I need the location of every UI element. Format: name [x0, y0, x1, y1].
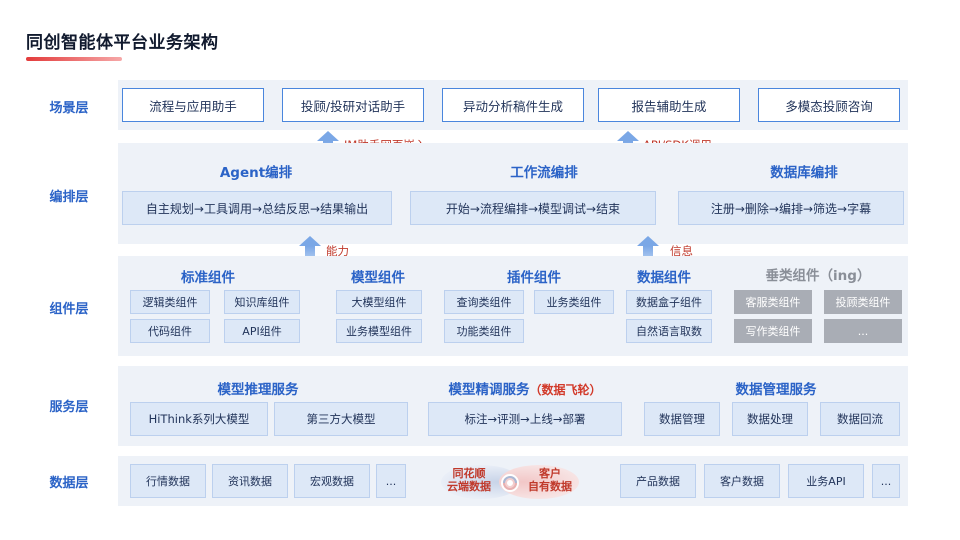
agent-flow: 自主规划→工具调用→总结反思→结果输出: [122, 191, 392, 225]
component-chip: 业务类组件: [534, 290, 614, 314]
component-chip-gray: 客服类组件: [734, 290, 812, 314]
standard-heading: 标准组件: [181, 270, 235, 286]
finetune-heading: 模型精调服务（数据飞轮）: [430, 378, 620, 398]
scene-item: 投顾/投研对话助手: [282, 88, 424, 122]
data-source: 业务API: [788, 464, 864, 498]
service-item: 数据处理: [732, 402, 808, 436]
arrow-label-info: 信息: [670, 244, 693, 258]
service-item: 第三方大模型: [274, 402, 408, 436]
datamgmt-heading: 数据管理服务: [735, 382, 817, 398]
cluster-label-line: 自有数据: [528, 480, 572, 493]
data-source: 资讯数据: [212, 464, 288, 498]
data-source: 客户数据: [704, 464, 780, 498]
cloud-data-label-line1: 同花顺云端数据: [439, 467, 499, 493]
page-title: 同创智能体平台业务架构: [26, 33, 219, 53]
data-component-heading: 数据组件: [637, 270, 691, 286]
agent-heading: Agent编排: [219, 165, 293, 181]
cluster-label-line: 客户: [539, 467, 561, 480]
arrow-label-capability: 能力: [326, 244, 349, 258]
service-item: HiThink系列大模型: [130, 402, 268, 436]
scene-item: 报告辅助生成: [598, 88, 740, 122]
title-underline: [26, 57, 122, 61]
component-chip-gray: ...: [824, 319, 902, 343]
data-fusion-cluster: 同花顺云端数据 客户自有数据: [435, 462, 585, 502]
row-label-data: 数据层: [49, 476, 89, 491]
component-chip: 业务模型组件: [336, 319, 422, 343]
data-source-more: ...: [376, 464, 406, 498]
row-label-service: 服务层: [49, 400, 89, 415]
cloud-data-label: 同花顺云端数据: [439, 467, 499, 493]
client-data-label: 客户自有数据: [517, 467, 583, 493]
inference-heading: 模型推理服务: [217, 382, 299, 398]
component-chip: 代码组件: [130, 319, 210, 343]
vertical-heading: 垂类组件（ing）: [765, 268, 871, 284]
component-chip-gray: 写作类组件: [734, 319, 812, 343]
row-label-component: 组件层: [49, 302, 89, 317]
database-heading: 数据库编排: [770, 165, 838, 181]
data-source: 产品数据: [620, 464, 696, 498]
finetune-heading-text: 模型精调服务: [448, 382, 530, 398]
service-item: 数据管理: [644, 402, 720, 436]
plugin-heading: 插件组件: [507, 270, 561, 286]
data-source: 宏观数据: [294, 464, 370, 498]
component-chip: 功能类组件: [444, 319, 524, 343]
scene-item: 异动分析稿件生成: [442, 88, 584, 122]
component-chip: 自然语言取数: [626, 319, 712, 343]
finetune-heading-accent: （数据飞轮）: [529, 383, 602, 397]
component-chip-gray: 投顾类组件: [824, 290, 902, 314]
data-source: 行情数据: [130, 464, 206, 498]
component-chip: 逻辑类组件: [130, 290, 210, 314]
component-chip: 数据盒子组件: [626, 290, 712, 314]
data-band: 行情数据 资讯数据 宏观数据 ... 产品数据 客户数据 业务API ...: [118, 456, 908, 506]
component-chip: 大模型组件: [336, 290, 422, 314]
component-chip: API组件: [224, 319, 300, 343]
client-data-label-line1: 客户自有数据: [517, 467, 583, 493]
component-chip: 知识库组件: [224, 290, 300, 314]
component-chip: 查询类组件: [444, 290, 524, 314]
swirl-icon: [501, 474, 519, 492]
service-band: 模型推理服务 HiThink系列大模型 第三方大模型 模型精调服务（数据飞轮） …: [118, 366, 908, 446]
finetune-flow: 标注→评测→上线→部署: [428, 402, 622, 436]
workflow-flow: 开始→流程编排→模型调试→结束: [410, 191, 656, 225]
orchestrate-band: Agent编排 工作流编排 数据库编排 自主规划→工具调用→总结反思→结果输出 …: [118, 143, 908, 244]
cluster-label-line: 同花顺: [452, 467, 486, 480]
scene-item: 流程与应用助手: [122, 88, 264, 122]
service-item: 数据回流: [820, 402, 900, 436]
cluster-label-line: 云端数据: [447, 480, 491, 493]
component-band: 标准组件 逻辑类组件 知识库组件 代码组件 API组件 模型组件 大模型组件 业…: [118, 256, 908, 356]
scene-band: 流程与应用助手 投顾/投研对话助手 异动分析稿件生成 报告辅助生成 多模态投顾咨…: [118, 80, 908, 130]
scene-item: 多模态投顾咨询: [758, 88, 900, 122]
model-heading: 模型组件: [351, 270, 405, 286]
database-flow: 注册→删除→编排→筛选→字幕: [678, 191, 904, 225]
data-source-more: ...: [872, 464, 900, 498]
row-label-scene: 场景层: [49, 101, 89, 116]
workflow-heading: 工作流编排: [510, 165, 578, 181]
row-label-orchestrate: 编排层: [49, 190, 89, 205]
